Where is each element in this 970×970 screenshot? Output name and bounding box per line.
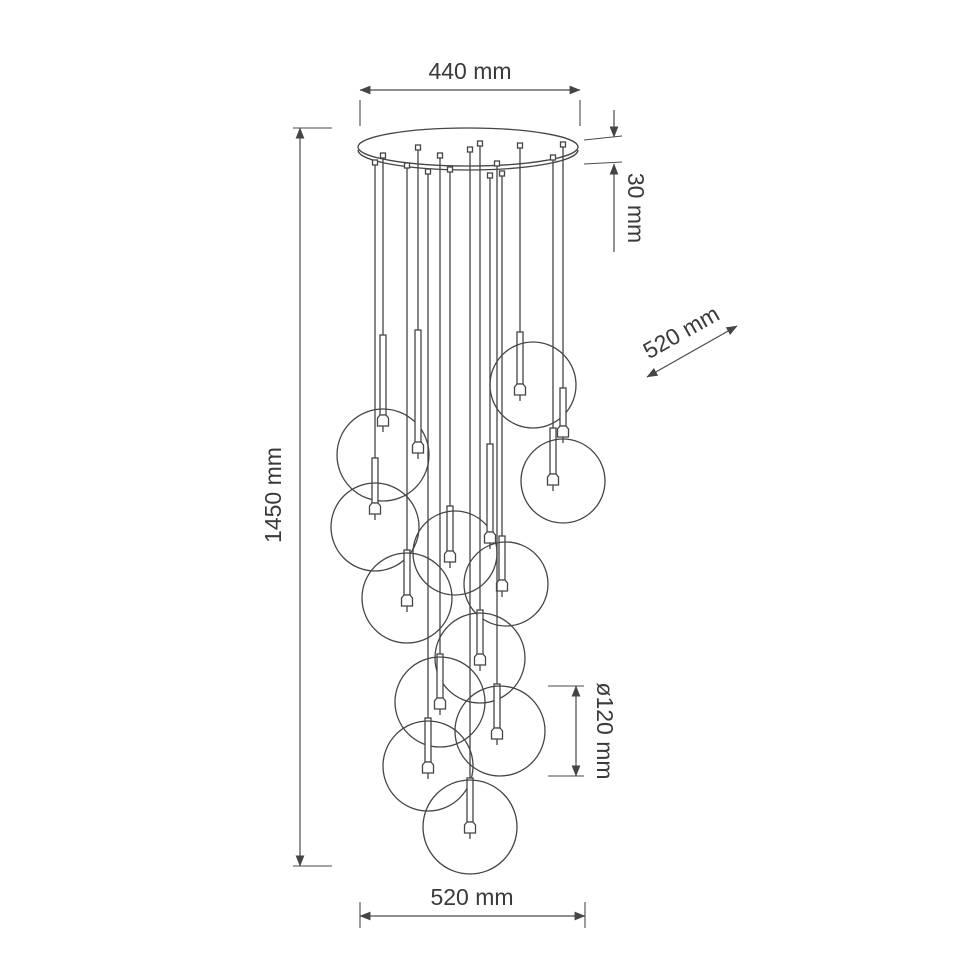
glass-globe <box>422 779 518 875</box>
pendant <box>556 141 570 443</box>
glass-globe <box>434 612 526 704</box>
dim-label-canopy-width: 440 mm <box>428 58 511 84</box>
lamp-socket <box>400 594 414 607</box>
canopy-attachment <box>371 159 379 166</box>
canopy-attachment <box>498 170 506 177</box>
dim-bottom-spread: 520 mm <box>359 884 586 928</box>
pendant <box>454 160 546 777</box>
dim-label-globe-diameter: ø120 mm <box>592 682 618 779</box>
glass-globe <box>382 720 474 812</box>
canopy-attachment <box>466 146 474 153</box>
lamp-stem <box>414 329 422 443</box>
pendant <box>361 162 453 644</box>
pendants-group <box>330 140 606 875</box>
canopy-attachment <box>476 140 484 147</box>
lamp-socket <box>433 697 447 710</box>
lamp-stem <box>493 683 501 729</box>
pendant <box>336 152 430 502</box>
pendant <box>411 144 425 459</box>
canopy-attachment <box>516 142 524 149</box>
lamp-socket <box>556 425 570 438</box>
lamp-socket <box>495 579 509 592</box>
dim-label-canopy-height: 30 mm <box>623 173 649 243</box>
lamp-stem <box>424 717 432 763</box>
lamp-stem <box>379 334 387 416</box>
canopy-attachment <box>403 162 411 169</box>
canopy-attachment <box>414 144 422 151</box>
dim-label-total-height: 1450 mm <box>260 447 286 543</box>
dim-line <box>646 325 738 378</box>
lamp-stem <box>371 457 379 504</box>
dim-canopy-height: 30 mm <box>583 110 649 252</box>
lamp-stem <box>559 387 567 427</box>
lamp-stem <box>436 653 444 699</box>
dim-label-upper-spread: 520 mm <box>638 300 723 364</box>
lamp-socket <box>473 653 487 666</box>
glass-globe <box>394 656 486 748</box>
glass-globe <box>336 408 430 502</box>
lamp-socket <box>411 441 425 454</box>
glass-globe <box>361 552 453 644</box>
canopy-attachment <box>379 152 387 159</box>
lamp-stem <box>516 331 524 385</box>
pendant <box>394 152 486 748</box>
dim-ext-line <box>583 161 623 165</box>
lamp-socket <box>443 550 457 563</box>
canopy-attachment <box>559 141 567 148</box>
lamp-stem <box>446 505 454 552</box>
lamp-socket <box>490 727 504 740</box>
glass-globe <box>463 541 549 627</box>
dim-total-height: 1450 mm <box>260 127 332 867</box>
canopy-attachment <box>436 152 444 159</box>
dim-label-bottom-spread: 520 mm <box>430 884 513 910</box>
lamp-stem <box>476 609 484 655</box>
pendant <box>434 140 526 704</box>
lamp-socket <box>463 821 477 834</box>
lamp-stem <box>403 549 411 596</box>
dim-canopy-width: 440 mm <box>359 58 581 126</box>
pendant <box>422 146 518 875</box>
dim-ext-line <box>583 135 623 141</box>
lamp-socket <box>513 383 527 396</box>
pendant <box>330 159 420 572</box>
pendant <box>382 168 474 812</box>
glass-globe <box>454 685 546 777</box>
dim-globe-diameter: ø120 mm <box>548 682 618 780</box>
lamp-socket <box>483 531 497 544</box>
pendant <box>483 172 497 549</box>
dim-upper-spread: 520 mm <box>638 300 738 378</box>
lamp-stem <box>466 777 474 823</box>
lamp-stem <box>549 427 557 475</box>
lamp-stem <box>486 443 494 533</box>
glass-globe <box>330 482 420 572</box>
canopy-attachment <box>424 168 432 175</box>
canopy-attachment <box>446 166 454 173</box>
canopy-attachment <box>549 154 557 161</box>
canopy-rim <box>357 149 579 171</box>
lamp-socket <box>546 473 560 486</box>
glass-globe <box>520 438 606 524</box>
pendant <box>463 170 549 627</box>
canopy-attachment <box>493 160 501 167</box>
lamp-socket <box>376 414 390 427</box>
lamp-socket <box>421 761 435 774</box>
lamp-socket <box>368 502 382 515</box>
canopy-attachment <box>486 172 494 179</box>
pendant <box>412 166 498 596</box>
